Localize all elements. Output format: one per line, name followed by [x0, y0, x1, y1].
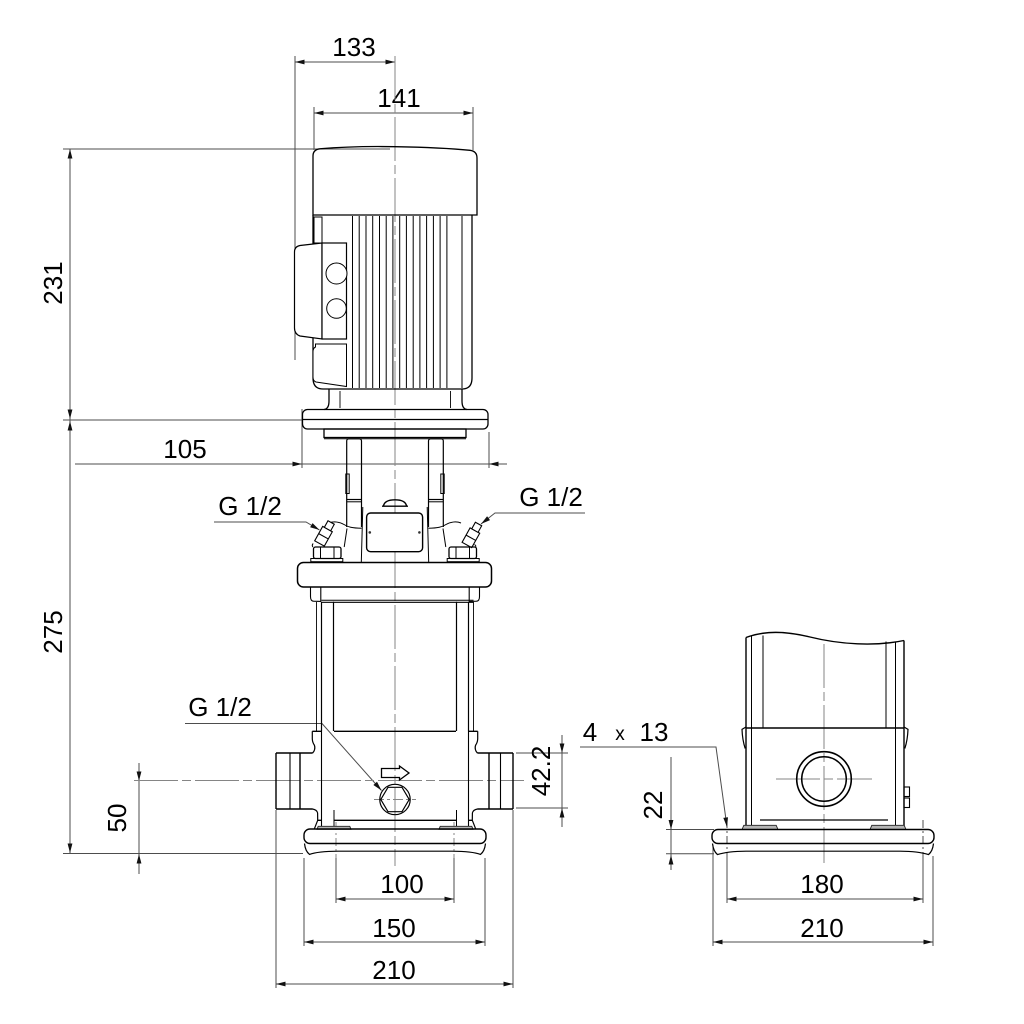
svg-text:G 1/2: G 1/2 — [218, 491, 282, 521]
svg-text:G 1/2: G 1/2 — [188, 692, 252, 722]
svg-text:210: 210 — [372, 955, 415, 985]
svg-text:100: 100 — [380, 869, 423, 899]
svg-text:22: 22 — [638, 791, 668, 820]
svg-text:105: 105 — [163, 434, 206, 464]
svg-text:210: 210 — [800, 913, 843, 943]
svg-text:x: x — [615, 724, 625, 745]
svg-text:180: 180 — [800, 869, 843, 899]
svg-text:42.2: 42.2 — [526, 746, 556, 797]
svg-text:133: 133 — [332, 32, 375, 62]
svg-text:G 1/2: G 1/2 — [519, 482, 583, 512]
svg-text:4: 4 — [583, 717, 597, 747]
svg-text:13: 13 — [640, 717, 669, 747]
svg-text:150: 150 — [372, 913, 415, 943]
svg-text:231: 231 — [38, 261, 68, 304]
svg-text:50: 50 — [102, 804, 132, 833]
svg-text:141: 141 — [377, 83, 420, 113]
svg-text:275: 275 — [38, 610, 68, 653]
